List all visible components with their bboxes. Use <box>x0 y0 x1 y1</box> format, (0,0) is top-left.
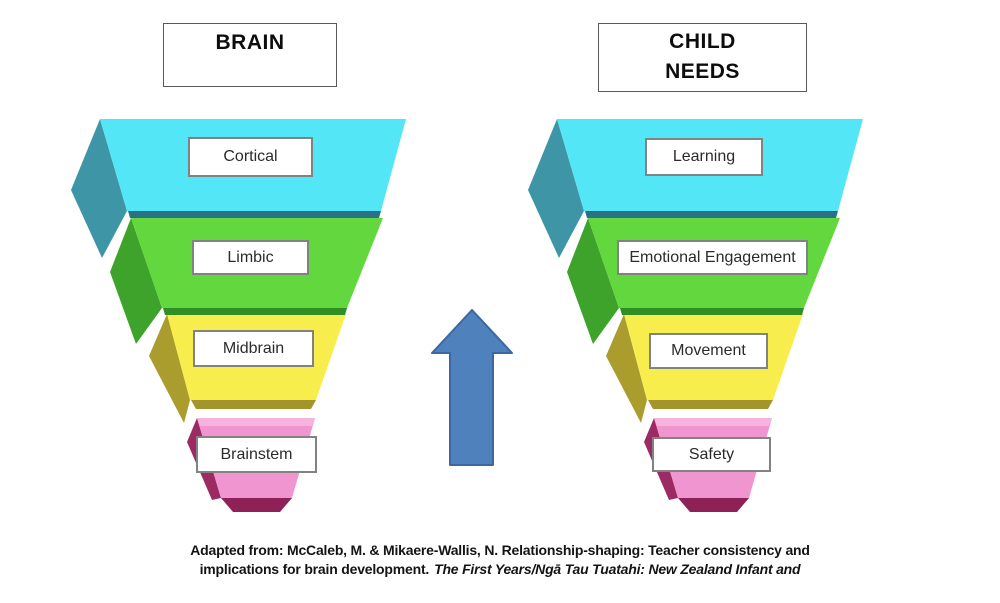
citation: Adapted from: McCaleb, M. & Mikaere-Wall… <box>0 541 1000 579</box>
brainstem-layer-top-face <box>197 418 315 426</box>
citation-line1: Adapted from: McCaleb, M. & Mikaere-Wall… <box>190 542 810 558</box>
cortical-layer-side <box>71 119 127 258</box>
child-needs-title-box: CHILD NEEDS <box>598 23 807 92</box>
brain-title-box: BRAIN <box>163 23 337 87</box>
citation-line2-normal: implications for brain development. <box>199 561 430 577</box>
label-safety-text: Safety <box>688 445 735 463</box>
limbic-layer-bottom-strip <box>163 308 347 315</box>
learning-layer-side <box>528 119 584 258</box>
movement-layer-bottom-strip <box>648 400 773 409</box>
label-cortical: Cortical <box>188 137 313 177</box>
label-midbrain: Midbrain <box>193 330 314 367</box>
label-limbic: Limbic <box>192 240 309 275</box>
movement-layer-side <box>606 314 647 423</box>
child-needs-title-line2: NEEDS <box>665 60 740 83</box>
label-learning: Learning <box>645 138 763 176</box>
emotional-engagement-layer-bottom-strip <box>620 308 804 315</box>
midbrain-layer-side <box>149 314 190 423</box>
emotional-engagement-layer-side <box>567 218 619 344</box>
label-emotional-engagement-text: Emotional Engagement <box>629 248 796 266</box>
safety-layer-bottom-strip <box>678 498 749 512</box>
label-learning-text: Learning <box>672 148 736 165</box>
cortical-layer-bottom-strip <box>128 211 381 218</box>
limbic-layer-side <box>110 218 162 344</box>
label-safety: Safety <box>652 437 771 472</box>
brain-title: BRAIN <box>215 31 285 54</box>
citation-line2-italic: The First Years/Ngā Tau Tuatahi: New Zea… <box>434 561 801 577</box>
label-cortical-text: Cortical <box>223 148 278 165</box>
midbrain-layer-bottom-strip <box>191 400 316 409</box>
up-arrow-icon <box>431 309 513 466</box>
safety-layer-top-face <box>654 418 772 426</box>
child-needs-title-line1: CHILD <box>669 30 736 53</box>
citation-line2: implications for brain development.The F… <box>0 560 1000 579</box>
brainstem-layer-bottom-strip <box>221 498 292 512</box>
label-movement-text: Movement <box>671 342 746 359</box>
label-emotional-engagement: Emotional Engagement <box>617 240 808 275</box>
label-brainstem-text: Brainstem <box>220 445 293 463</box>
label-limbic-text: Limbic <box>227 248 274 266</box>
label-movement: Movement <box>649 333 768 369</box>
label-midbrain-text: Midbrain <box>222 339 285 357</box>
learning-layer-bottom-strip <box>585 211 838 218</box>
label-brainstem: Brainstem <box>196 436 317 473</box>
